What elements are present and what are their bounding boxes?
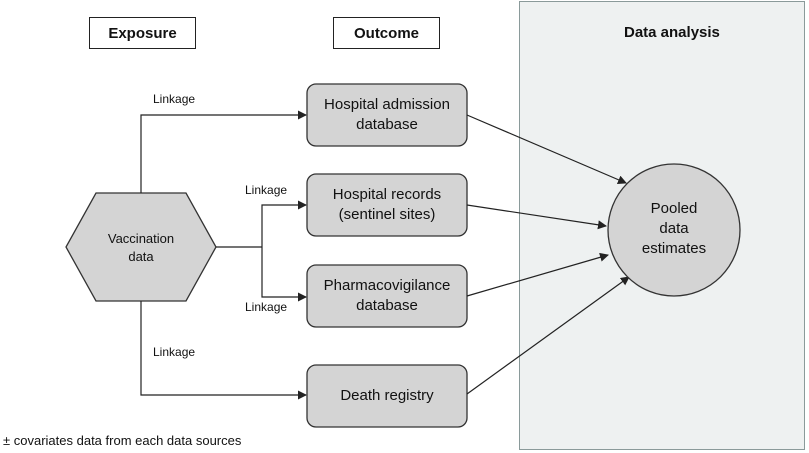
- pooled-line1: Pooled: [650, 200, 698, 217]
- edge-to-death-registry: [140, 301, 307, 400]
- edge-pharmaco-to-pooled: [466, 252, 609, 297]
- pooled-line2: data: [659, 220, 689, 237]
- hospital-records-line1: Hospital records: [332, 186, 442, 203]
- edge-death-to-pooled: [466, 276, 630, 395]
- pharmacovigilance-label: Pharmacovigilance database: [307, 265, 467, 327]
- linkage-label-pharmaco: Linkage: [245, 300, 288, 314]
- vaccination-line1: Vaccination: [107, 231, 175, 246]
- pooled-estimates-label: Pooled data estimates: [612, 196, 736, 262]
- hospital-admission-line1: Hospital admission: [324, 96, 450, 113]
- linkage-label-admission: Linkage: [153, 92, 196, 106]
- edge-to-hospital-records: [261, 200, 307, 247]
- edge-to-pharmacovigilance: [261, 247, 307, 302]
- edge-admission-to-pooled: [466, 114, 627, 184]
- outcome-header: Outcome: [333, 17, 440, 49]
- linkage-label-death: Linkage: [153, 345, 196, 359]
- exposure-header: Exposure: [89, 17, 196, 49]
- data-analysis-title: Data analysis: [624, 24, 720, 41]
- linkage-label-records: Linkage: [245, 183, 288, 197]
- death-registry-line1: Death registry: [340, 387, 434, 404]
- pooled-line3: estimates: [641, 240, 707, 257]
- death-registry-box: [306, 364, 468, 428]
- hospital-records-line2: (sentinel sites): [338, 206, 436, 223]
- pharmacovigilance-line1: Pharmacovigilance: [323, 277, 451, 294]
- edge-to-hospital-admission: [140, 110, 307, 193]
- hospital-admission-line2: database: [356, 116, 418, 133]
- vaccination-line2: data: [128, 249, 154, 264]
- vaccination-data-label: Vaccination data: [80, 226, 202, 270]
- edge-records-to-pooled: [466, 204, 607, 230]
- pharmacovigilance-line2: database: [356, 297, 418, 314]
- death-registry-label: Death registry: [307, 365, 467, 427]
- hospital-records-label: Hospital records (sentinel sites): [307, 174, 467, 236]
- footnote: ± covariates data from each data sources: [3, 433, 242, 448]
- vaccination-data-hexagon: [65, 192, 217, 302]
- pooled-estimates-circle: [607, 163, 741, 297]
- hospital-admission-label: Hospital admission database: [307, 84, 467, 146]
